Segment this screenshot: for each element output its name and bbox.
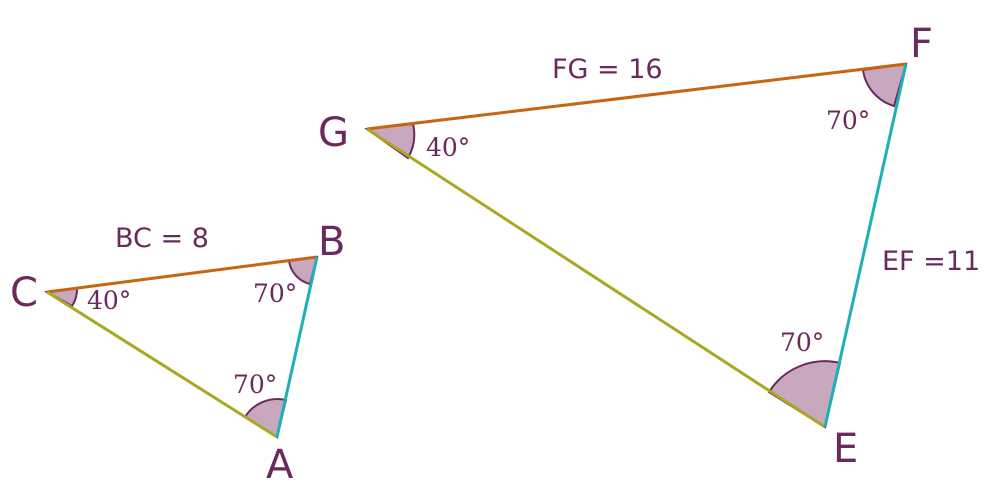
angle-label-b: 70° <box>253 279 297 308</box>
angle-label-f: 70° <box>826 106 870 135</box>
side-label-bc: BC = 8 <box>115 223 209 254</box>
vertex-label-a: A <box>266 442 294 488</box>
side-bc <box>46 255 318 294</box>
side-ef <box>823 63 908 428</box>
angle-label-a: 70° <box>233 370 277 399</box>
triangle-efg: G F E 40° 70° 70° FG = 16 EF =11 <box>318 21 980 472</box>
side-ab <box>275 256 319 438</box>
side-fg <box>366 62 907 131</box>
side-ca <box>46 290 278 439</box>
vertex-label-e: E <box>833 426 858 472</box>
angle-label-c: 40° <box>87 286 131 315</box>
angle-arc-f <box>861 62 908 108</box>
side-ge <box>366 127 826 429</box>
vertex-label-f: F <box>910 21 933 67</box>
vertex-label-g: G <box>318 110 349 156</box>
angle-label-e: 70° <box>780 328 824 357</box>
angle-label-g: 40° <box>426 133 470 162</box>
vertex-label-c: C <box>10 270 38 316</box>
triangle-abc: C B A 40° 70° 70° BC = 8 <box>10 219 345 488</box>
side-label-ef: EF =11 <box>882 246 980 277</box>
side-label-fg: FG = 16 <box>552 54 663 85</box>
vertex-label-b: B <box>318 219 345 265</box>
angle-arc-e <box>767 360 842 429</box>
